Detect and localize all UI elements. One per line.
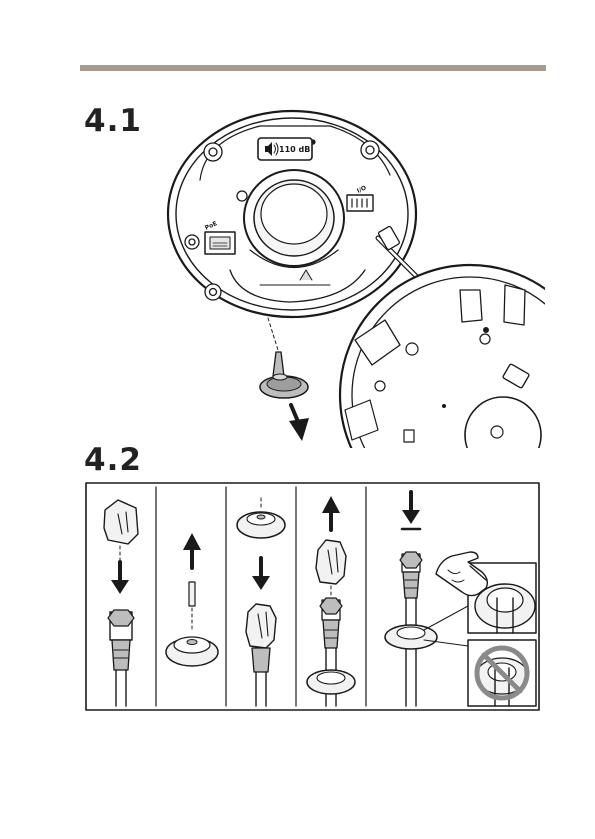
inset-prohibited [468,640,536,706]
speaker-label: 110 dB [279,145,310,154]
speaker-dome [244,170,344,268]
arrow-down-icon [289,405,309,441]
grommet-plug [260,352,308,398]
figure-4-1 [168,111,595,525]
poe-port [205,232,235,254]
io-terminal [347,195,373,211]
figure-4-2 [86,483,539,710]
